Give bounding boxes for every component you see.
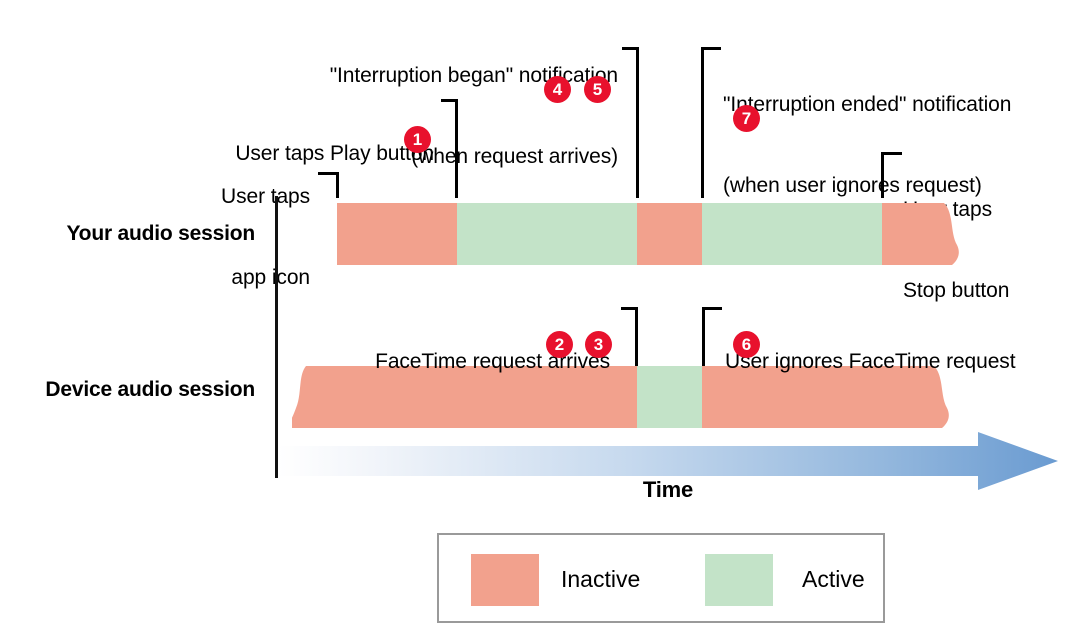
badge-3: 3: [585, 331, 612, 358]
leader-facetime-vertical: [635, 307, 638, 366]
leader-interruption-began-horizontal: [622, 47, 639, 50]
row-label-your-audio-session: Your audio session: [66, 222, 255, 245]
annotation-interruption-ended-line1: "Interruption ended" notification: [723, 93, 1012, 116]
segment-device-inactive-1: [322, 366, 637, 428]
leader-interruption-began-vertical: [636, 47, 639, 198]
segment-device-active-1: [637, 366, 702, 428]
leader-app-icon-horizontal: [318, 172, 338, 175]
annotation-interruption-began-line2: (when request arrives): [411, 145, 618, 168]
time-axis-line: [275, 196, 278, 478]
annotation-interruption-began-line1: "Interruption began" notification: [329, 64, 618, 87]
annotation-interruption-began: "Interruption began" notification (when …: [240, 8, 618, 224]
annotation-user-ignores: User ignores FaceTime request: [725, 294, 1075, 429]
time-axis-label: Time: [642, 477, 694, 502]
annotation-stop-button-line2: Stop button: [903, 279, 1010, 302]
annotation-play-button: User taps Play button: [140, 86, 434, 221]
annotation-facetime-arrives: FaceTime request arrives: [270, 294, 610, 429]
segment-active-2: [702, 203, 882, 265]
segment-active-1: [457, 203, 637, 265]
segment-inactive-1: [337, 203, 457, 265]
leader-stop-button-vertical: [881, 152, 884, 198]
annotation-app-icon-line2: app icon: [231, 266, 310, 289]
leader-interruption-ended-horizontal: [701, 47, 721, 50]
badge-5: 5: [584, 76, 611, 103]
legend-label-active: Active: [802, 566, 865, 592]
leader-app-icon-vertical: [336, 172, 339, 198]
leader-interruption-ended-vertical: [701, 47, 704, 198]
legend-label-inactive: Inactive: [561, 566, 641, 592]
legend: Inactive Active: [437, 533, 885, 623]
timeline-track-your-audio-session: [337, 203, 960, 265]
segment-device-inactive-2: [702, 366, 920, 428]
badge-6: 6: [733, 331, 760, 358]
segment-inactive-3: [882, 203, 944, 265]
badge-2: 2: [546, 331, 573, 358]
annotation-play-button-text: User taps Play button: [235, 142, 434, 165]
annotation-user-ignores-text: User ignores FaceTime request: [725, 350, 1016, 373]
leader-stop-button-horizontal: [881, 152, 902, 155]
leader-play-button-horizontal: [441, 99, 458, 102]
legend-swatch-inactive: [471, 554, 539, 606]
leader-user-ignores-vertical: [702, 307, 705, 366]
annotation-app-icon: User taps app icon: [60, 129, 310, 345]
badge-7: 7: [733, 105, 760, 132]
annotation-app-icon-line1: User taps: [221, 185, 310, 208]
badge-1: 1: [404, 126, 431, 153]
time-arrow: [278, 432, 1058, 490]
leader-play-button-vertical: [455, 99, 458, 198]
row-label-device-audio-session: Device audio session: [45, 378, 255, 401]
annotation-interruption-ended: "Interruption ended" notification (when …: [723, 37, 1073, 253]
legend-swatch-active: [705, 554, 773, 606]
leader-user-ignores-horizontal: [702, 307, 722, 310]
badge-4: 4: [544, 76, 571, 103]
leader-facetime-horizontal: [621, 307, 638, 310]
segment-inactive-2: [637, 203, 702, 265]
